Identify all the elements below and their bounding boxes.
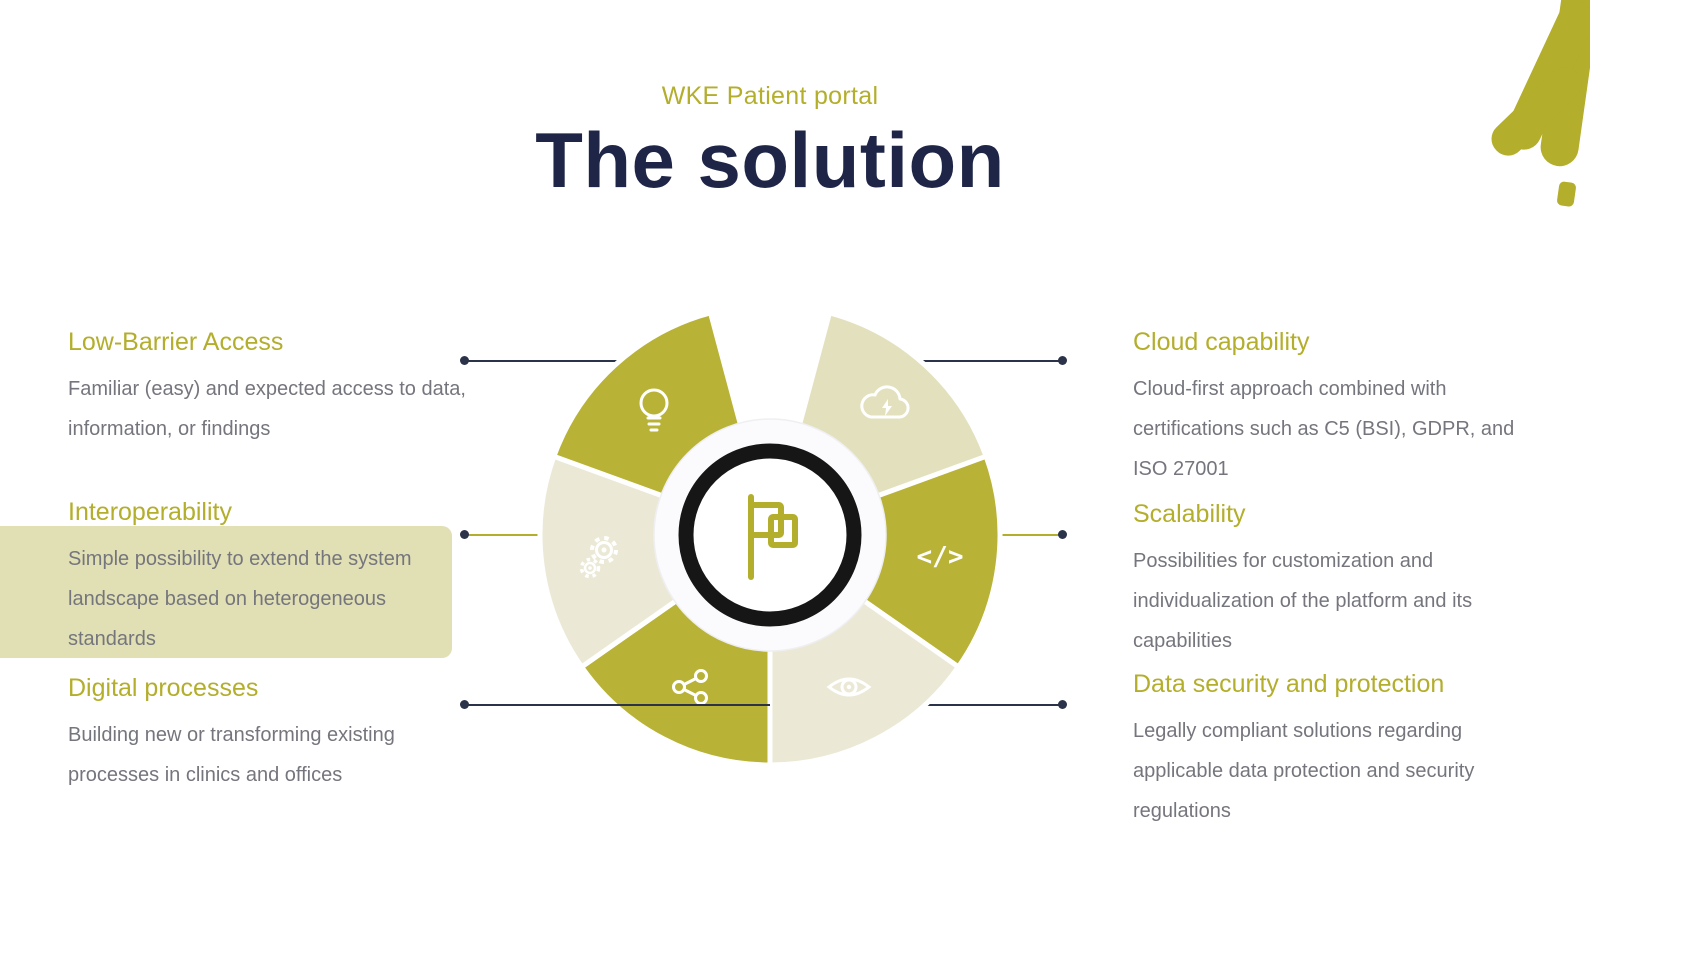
connector-line-interoperability: [468, 534, 542, 536]
feature-body: Familiar (easy) and expected access to d…: [68, 378, 466, 440]
feature-body: Cloud-first approach combined with certi…: [1133, 378, 1515, 480]
brand-leaf-logo: [1491, 0, 1590, 207]
segment-code: [767, 453, 1003, 670]
feature-interoperability: Interoperability Simple possibility to e…: [68, 498, 468, 659]
feature-digital-processes: Digital processes Building new or transf…: [68, 674, 468, 795]
lightbulb-icon: [639, 388, 669, 432]
connector-dot-interoperability: [460, 530, 469, 539]
feature-heading: Data security and protection: [1133, 670, 1445, 698]
feature-cloud-capability: Cloud capability Cloud-first approach co…: [1133, 328, 1533, 489]
connector-line-cloud: [920, 360, 1062, 362]
code-icon: </>: [917, 542, 964, 572]
flag-icon: [748, 494, 798, 580]
connector-line-low-barrier: [468, 360, 620, 362]
connector-line-scalability: [1000, 534, 1062, 536]
feature-heading: Cloud capability: [1133, 328, 1310, 356]
feature-data-security: Data security and protection Legally com…: [1133, 670, 1533, 831]
feature-body: Building new or transforming existing pr…: [68, 724, 395, 786]
gears-icon: [579, 536, 618, 579]
feature-heading: Interoperability: [68, 498, 232, 526]
slide-header: WKE Patient portal The solution: [342, 82, 1198, 199]
leaf-lobe: [1491, 67, 1582, 156]
feature-low-barrier-access: Low-Barrier Access Familiar (easy) and e…: [68, 328, 468, 449]
connector-dot-cloud: [1058, 356, 1067, 365]
solution-wheel-diagram: </>: [537, 310, 1003, 768]
connector-line-digital-processes: [468, 704, 770, 706]
connector-dot-data-security: [1058, 700, 1067, 709]
feature-body: Possibilities for customization and indi…: [1133, 550, 1473, 652]
connector-dot-scalability: [1058, 530, 1067, 539]
connector-dot-low-barrier: [460, 356, 469, 365]
feature-body: Simple possibility to extend the system …: [68, 548, 412, 650]
segment-gears: [537, 453, 773, 670]
connector-dot-digital-processes: [460, 700, 469, 709]
feature-heading: Digital processes: [68, 674, 259, 702]
feature-heading: Low-Barrier Access: [68, 328, 284, 356]
feature-body: Legally compliant solutions regarding ap…: [1133, 720, 1475, 822]
share-icon: [672, 669, 708, 705]
interoperability-highlight: [0, 526, 452, 658]
eye-icon: [826, 677, 872, 697]
feature-heading: Scalability: [1133, 500, 1246, 528]
slide-eyebrow: WKE Patient portal: [661, 82, 879, 110]
cloud-lightning-icon: [860, 385, 910, 419]
page-title: The solution: [535, 116, 1005, 204]
feature-scalability: Scalability Possibilities for customizat…: [1133, 500, 1533, 661]
connector-line-data-security: [924, 704, 1062, 706]
leaf-stem: [1557, 181, 1576, 207]
